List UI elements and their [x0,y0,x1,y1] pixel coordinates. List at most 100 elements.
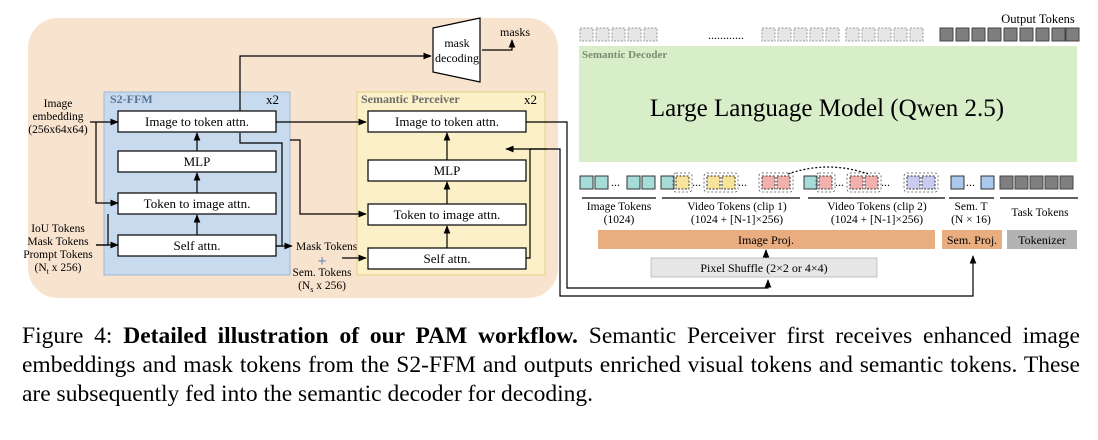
perceiver-mlp-label: MLP [434,163,461,178]
s2ffm-repeat: x2 [266,92,279,107]
output-placeholder-token [793,27,808,42]
task-token [1044,175,1059,190]
task-token [1014,175,1029,190]
output-placeholder-token [877,27,892,42]
image-embedding-label-3: (256x64x64) [28,124,88,136]
frame-group-outline [703,172,739,193]
output-placeholder-token [777,27,792,42]
output-dots: ............ [708,28,744,42]
output-placeholder-token [643,27,658,42]
caption-prefix: Figure 4: [22,323,124,349]
sem-proj-label: Sem. Proj. [947,233,997,247]
tokenizer-bar [1007,230,1077,249]
plus-symbol: + [317,253,326,270]
output-placeholder-token [579,27,594,42]
output-token [987,27,1002,42]
image-embedding-label-2: embedding [32,111,83,123]
image-proj-bar [598,230,935,249]
semantic-decoder-box [579,46,1077,162]
video-token [706,175,721,190]
output-placeholder-token [595,27,610,42]
image-tokens-label: Image Tokens [587,201,652,213]
video-token [818,175,833,190]
input-tokens-row: .................. [579,172,1074,193]
output-placeholder-token [861,27,876,42]
mask-tokens-input-label: Mask Tokens [27,236,89,248]
masks-output-label: masks [500,25,530,39]
sem-token [950,175,965,190]
sem-proj-bar [942,230,1002,249]
mask-decoding-label-2: decoding [435,51,479,65]
sem-tokens-dims: (Ns x 256) [298,280,346,294]
output-placeholder-token [845,27,860,42]
pixel-shuffle-bar [650,257,878,278]
token-ellipsis: ... [881,175,890,189]
s2ffm-token-to-image-label: Token to image attn. [144,196,251,211]
video-token [906,175,921,190]
token-ellipsis: ... [611,175,620,189]
video-token [803,175,818,190]
output-token [1051,27,1066,42]
video-token [721,175,736,190]
perceiver-title: Semantic Perceiver [361,92,460,106]
output-token [971,27,986,42]
mask-decoding-label-1: mask [444,36,469,50]
output-token [1035,27,1050,42]
video-token [761,175,776,190]
image-proj-label: Image Proj. [738,233,794,247]
video-token [660,175,675,190]
s2ffm-image-to-token-label: Image to token attn. [145,114,249,129]
video-token [864,175,879,190]
perceiver-image-to-token-label: Image to token attn. [395,114,499,129]
sem-tokens-mid-label: Sem. Tokens [292,267,352,279]
video-clip2-count: (1024 + [N-1]×256) [831,214,923,226]
video-token [921,175,936,190]
token-ellipsis: ... [966,175,975,189]
token-ellipsis: ... [738,175,747,189]
s2ffm-self-attn-label: Self attn. [174,238,221,253]
video-clip2-label: Video Tokens (clip 2) [827,201,927,213]
prompt-tokens-dims: (Nt x 256) [35,262,82,276]
token-ellipsis: ... [692,175,701,189]
output-token [955,27,970,42]
video-token [675,175,690,190]
video-token [849,175,864,190]
s2ffm-mlp-label: MLP [184,154,211,169]
tokenizer-label: Tokenizer [1018,233,1066,247]
image-token [626,175,641,190]
output-placeholder-token [909,27,924,42]
caption-body: Semantic Perceiver first receives enhanc… [22,323,1080,407]
perceiver-repeat: x2 [524,92,537,107]
output-placeholder-token [627,27,642,42]
pixel-shuffle-label: Pixel Shuffle (2×2 or 4×4) [700,261,827,275]
image-tokens-count: (1024) [604,214,635,226]
pam-workflow-diagram: S2-FFM x2 Image to token attn. MLP Token… [23,12,1080,298]
output-placeholder-token [825,27,840,42]
output-placeholder-token [761,27,776,42]
task-token [999,175,1014,190]
video-clip1-label: Video Tokens (clip 1) [687,201,787,213]
output-token [1019,27,1034,42]
output-placeholder-token [611,27,626,42]
figure-caption: Figure 4: Detailed illustration of our P… [22,322,1080,409]
output-placeholder-token [809,27,824,42]
mask-decoding-block [432,17,481,83]
image-token [641,175,656,190]
output-tokens-row [579,27,1080,42]
semantic-decoder-title: Semantic Decoder [582,49,667,61]
task-token [1029,175,1044,190]
prompt-tokens-label: Prompt Tokens [23,249,93,261]
video-token [776,175,791,190]
perceiver-token-to-image-label: Token to image attn. [394,207,501,222]
caption-bold: Detailed illustration of our PAM workflo… [123,323,578,349]
output-token [939,27,954,42]
output-placeholder-token [893,27,908,42]
frame-group-outline [672,172,693,193]
perceiver-self-attn-label: Self attn. [424,251,471,266]
frame-group-outline [758,172,794,193]
sem-tokens-label: Sem. T [954,201,987,213]
task-tokens-label: Task Tokens [1011,207,1069,219]
image-embedding-label-1: Image [44,98,73,110]
video-clip1-count: (1024 + [N-1]×256) [691,214,783,226]
llm-label: Large Language Model (Qwen 2.5) [650,95,1004,122]
